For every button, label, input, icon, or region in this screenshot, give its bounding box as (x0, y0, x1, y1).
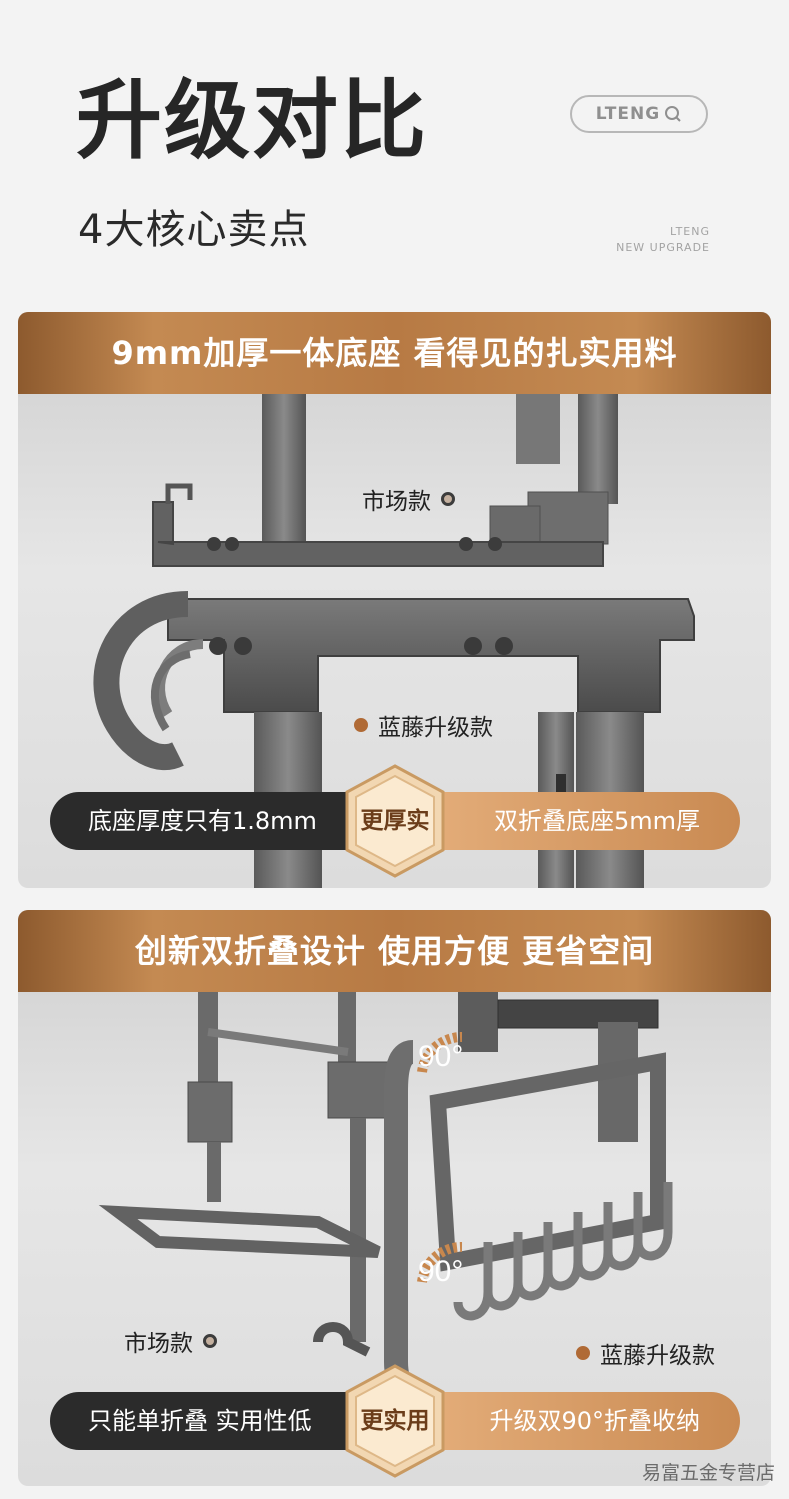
upgrade-dot-icon (354, 718, 368, 732)
market-model-label-2: 市场款 (124, 1324, 217, 1358)
upgrade-model-text-1: 蓝藤升级款 (378, 715, 493, 741)
market-model-label-1: 市场款 (362, 482, 455, 516)
badge-label-1: 更厚实 (360, 808, 430, 834)
store-watermark: 易富五金专营店 (641, 1462, 775, 1484)
market-dot-icon (203, 1334, 217, 1348)
compare-left-1: 底座厚度只有1.8mm (50, 792, 390, 850)
upgrade-model-label-2: 蓝藤升级款 (576, 1336, 715, 1370)
fold-angle-top: 90° (418, 1040, 464, 1073)
badge-medal-icon (345, 1364, 445, 1478)
compare-right-2: 升级双90°折叠收纳 (400, 1392, 740, 1450)
market-dot-icon (441, 492, 455, 506)
brand-search-pill[interactable]: LTENG (570, 95, 708, 133)
comparison-bar-1: 底座厚度只有1.8mm 双折叠底座5mm厚 更厚实 (50, 764, 740, 878)
brand-note-line1: LTENG (669, 225, 710, 238)
page-subtitle: 4大核心卖点 (78, 207, 310, 253)
badge-label-2: 更实用 (360, 1408, 430, 1434)
section1-banner: 9mm加厚一体底座 看得见的扎实用料 (18, 312, 771, 394)
search-icon (665, 106, 681, 122)
section-double-fold: 创新双折叠设计 使用方便 更省空间 90° 90° 市场款 蓝藤升 (18, 910, 771, 1486)
search-pill-label: LTENG (595, 104, 661, 124)
brand-note-line2: NEW UPGRADE (616, 241, 710, 254)
section-base-thickness: 9mm加厚一体底座 看得见的扎实用料 市场款 (18, 312, 771, 888)
compare-left-2: 只能单折叠 实用性低 (50, 1392, 390, 1450)
compare-right-1: 双折叠底座5mm厚 (400, 792, 740, 850)
section2-banner: 创新双折叠设计 使用方便 更省空间 (18, 910, 771, 992)
market-model-text-2: 市场款 (124, 1331, 193, 1357)
upgrade-model-text-2: 蓝藤升级款 (600, 1343, 715, 1369)
upgrade-model-label-1: 蓝藤升级款 (354, 708, 493, 742)
page-title: 升级对比 (76, 71, 428, 171)
fold-angle-bottom: 90° (418, 1255, 464, 1288)
comparison-bar-2: 只能单折叠 实用性低 升级双90°折叠收纳 更实用 (50, 1364, 740, 1478)
page-header: 升级对比 4大核心卖点 LTENG LTENG NEW UPGRADE (0, 0, 789, 300)
badge-medal-icon (345, 764, 445, 878)
brand-note: LTENG NEW UPGRADE (560, 224, 710, 256)
market-model-text-1: 市场款 (362, 489, 431, 515)
upgrade-dot-icon (576, 1346, 590, 1360)
